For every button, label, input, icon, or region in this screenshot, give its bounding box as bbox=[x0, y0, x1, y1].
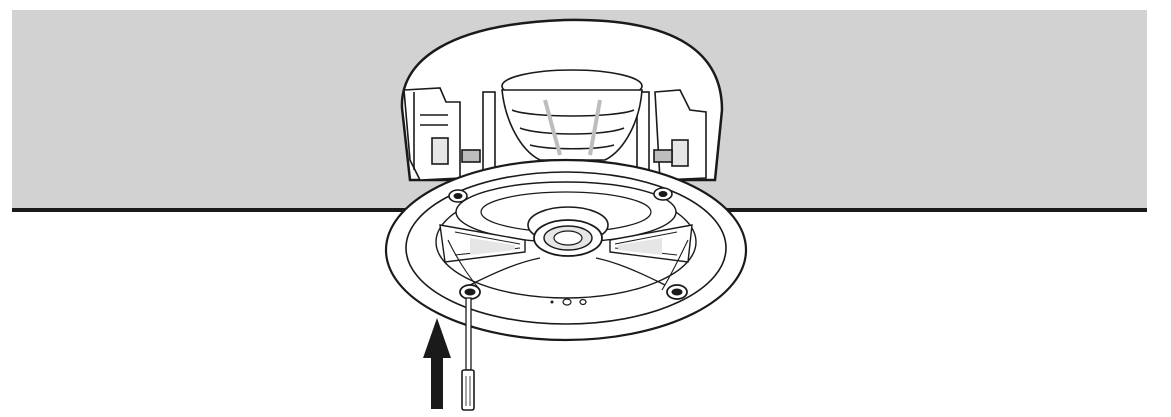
screw-top-left bbox=[448, 189, 468, 203]
mounting-screws bbox=[448, 187, 688, 300]
screw-bottom-left bbox=[459, 284, 481, 300]
tweeter-assembly bbox=[439, 206, 693, 291]
push-up-arrow-icon bbox=[423, 318, 451, 409]
screw-bottom-right bbox=[666, 284, 688, 300]
front-indicators bbox=[550, 298, 587, 306]
screw-top-right bbox=[653, 187, 673, 201]
screwdriver bbox=[461, 297, 475, 411]
